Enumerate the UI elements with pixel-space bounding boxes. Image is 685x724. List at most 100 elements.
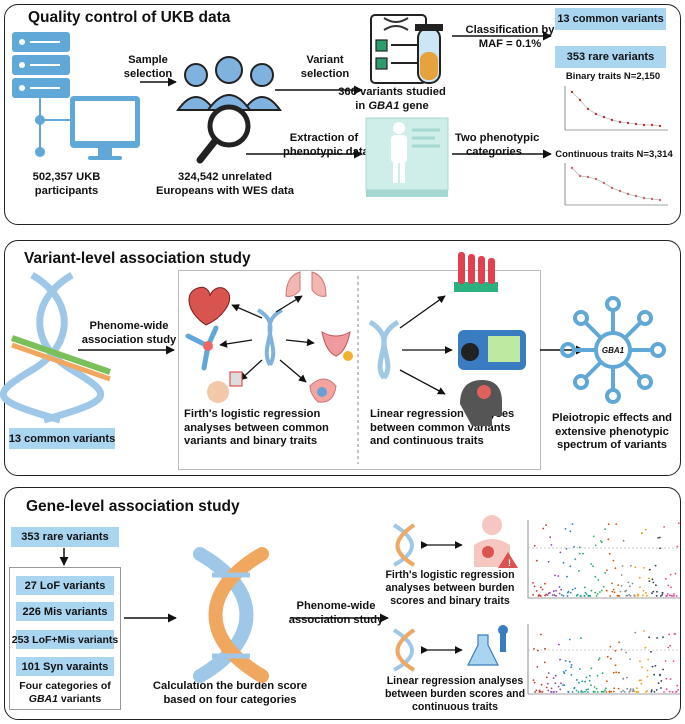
plot-point [552,677,555,680]
plot-point [646,669,649,672]
plot-point [634,566,637,569]
analysis-frame [178,270,541,470]
plot-point [620,648,623,651]
clipboard-icon [370,14,427,84]
plot-point [547,672,550,674]
plot-point [532,582,534,584]
plot-point [569,530,572,533]
plot-point [667,584,670,587]
plot-point [631,582,634,585]
plot-point [571,588,574,591]
plot-point [660,680,663,682]
plot-point [540,595,542,597]
plot-point [667,646,670,649]
plot-point [612,690,615,693]
plot-point [564,669,567,672]
plot-point [585,593,588,595]
plot-point [659,674,661,677]
plot-point [670,595,673,597]
dna-burden-icon [193,547,269,683]
plot-point [651,578,654,581]
plot-point [594,544,597,547]
plot-point [606,569,608,572]
plot-point [544,594,546,597]
plot-point [619,590,622,593]
plot-point [646,690,649,692]
plot-point [535,689,538,692]
plot-point [599,591,601,593]
plot-point [608,552,611,555]
plot-point [644,646,647,649]
plot-point [669,644,671,647]
plot-point [546,594,549,596]
plot-point [534,691,536,693]
plot-point [650,690,653,693]
plot-point [600,541,603,544]
plot-point [584,680,586,683]
plot-point [569,591,572,594]
blood-tubes-icon [454,252,498,292]
plot-point [622,539,625,542]
plot-point [594,691,596,693]
plot-point [547,689,550,692]
plot-point [590,684,592,687]
plot-point [651,665,654,668]
plot-point [673,593,675,595]
plot-point [543,661,546,664]
plot-point [605,691,608,693]
plot-point [612,559,615,562]
plot-point [629,689,632,692]
plot-point [566,595,569,597]
plot-point [625,651,628,654]
plot-point [677,689,680,691]
plot-point [637,691,640,693]
plot-point [604,528,606,530]
plot-point [608,690,611,693]
plot-point [666,594,668,597]
plot-point [613,591,616,594]
plot-point [644,528,647,531]
plot-point [575,689,578,692]
plot-point [630,564,632,567]
manhattan-plot-continuous [527,624,680,695]
plot-point [620,574,623,576]
plot-point [578,546,581,549]
plot-point [554,682,557,685]
plot-point [620,585,623,587]
plot-point [604,689,606,692]
plot-point [633,690,636,693]
plot-point [578,681,580,684]
plot-point [629,595,632,597]
plot-point [533,648,535,650]
plot-point [560,588,563,591]
plot-point [656,590,658,593]
plot-point [634,631,637,634]
head-icon [207,371,243,403]
plot-point [611,582,613,585]
category-syn: 101 Syn varaints [16,657,114,676]
plot-point [641,666,643,669]
plot-point [639,660,641,663]
plot-point [544,582,546,585]
plot-point [580,691,582,693]
plot-point [648,636,650,639]
plot-point [668,633,671,636]
plot-point [628,691,631,693]
plot-point [554,674,557,677]
plot-point [656,637,658,639]
plot-point [612,671,615,674]
plot-point [532,679,535,681]
plot-point [558,643,560,646]
plot-point [638,576,641,579]
plot-point [655,689,658,691]
plot-point [590,589,593,592]
plot-point [590,667,593,670]
plot-point [535,590,538,592]
plot-point [560,682,562,685]
knee-icon [185,325,219,371]
plot-point [666,592,669,595]
